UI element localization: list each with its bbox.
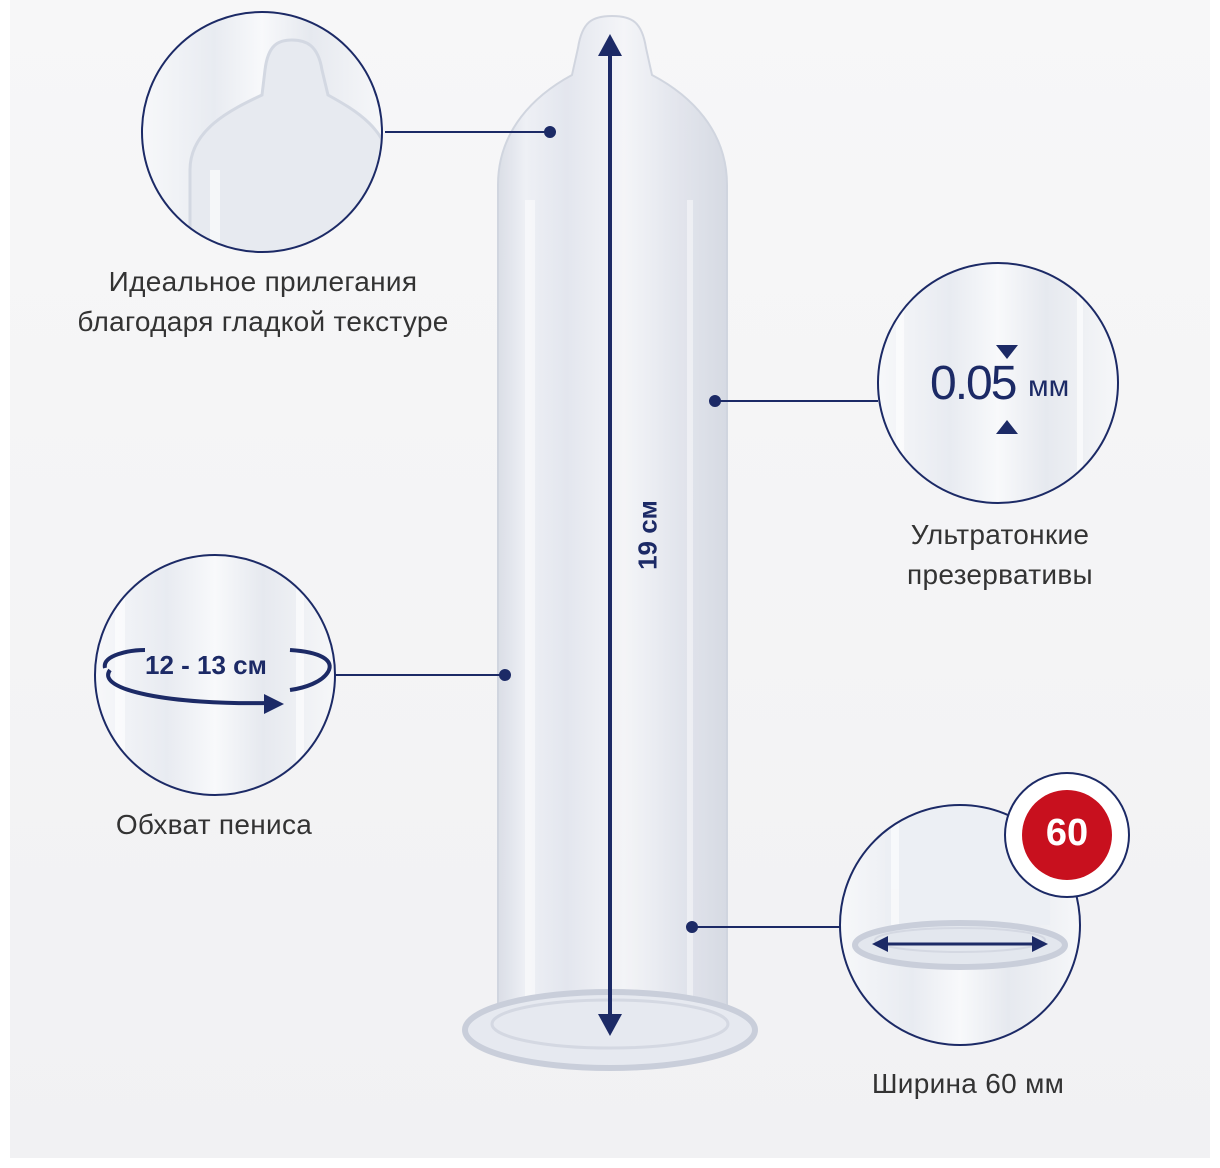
girth-caption-text: Обхват пениса (115, 809, 313, 840)
girth-value: 12 - 13 см (145, 650, 267, 680)
length-value: 19 см (632, 500, 663, 570)
thickness-value: 0.05 (930, 357, 1017, 410)
length-arrow (598, 34, 622, 1036)
girth-caption: Обхват пениса (64, 805, 364, 845)
thickness-caption-line2: презервативы (907, 559, 1093, 590)
thickness-unit: мм (1028, 370, 1070, 403)
thickness-caption: Ультратонкие презервативы (850, 515, 1150, 595)
width-caption-text: Ширина 60 мм (871, 1068, 1065, 1099)
tip-caption-line1: Идеальное прилегания (108, 266, 418, 297)
width-caption: Ширина 60 мм (818, 1064, 1118, 1104)
condom-illustration (462, 14, 758, 1071)
tip-zoom-circle (141, 11, 383, 253)
thickness-zoom-circle (877, 262, 1119, 504)
thickness-caption-line1: Ультратонкие (910, 519, 1090, 550)
triangle-marker-icon (996, 345, 1018, 359)
connectors (335, 126, 878, 933)
triangle-marker-icon (996, 420, 1018, 434)
tip-caption: Идеальное прилегания благодаря гладкой т… (30, 262, 496, 342)
badge-circle (1022, 790, 1112, 880)
width-badge-number: 60 (1045, 812, 1089, 854)
width-zoom-circle (839, 772, 1130, 1046)
tip-caption-line2: благодаря гладкой текстуре (77, 306, 449, 337)
circular-arrow-icon (102, 648, 332, 706)
double-arrow-icon (872, 936, 1048, 952)
